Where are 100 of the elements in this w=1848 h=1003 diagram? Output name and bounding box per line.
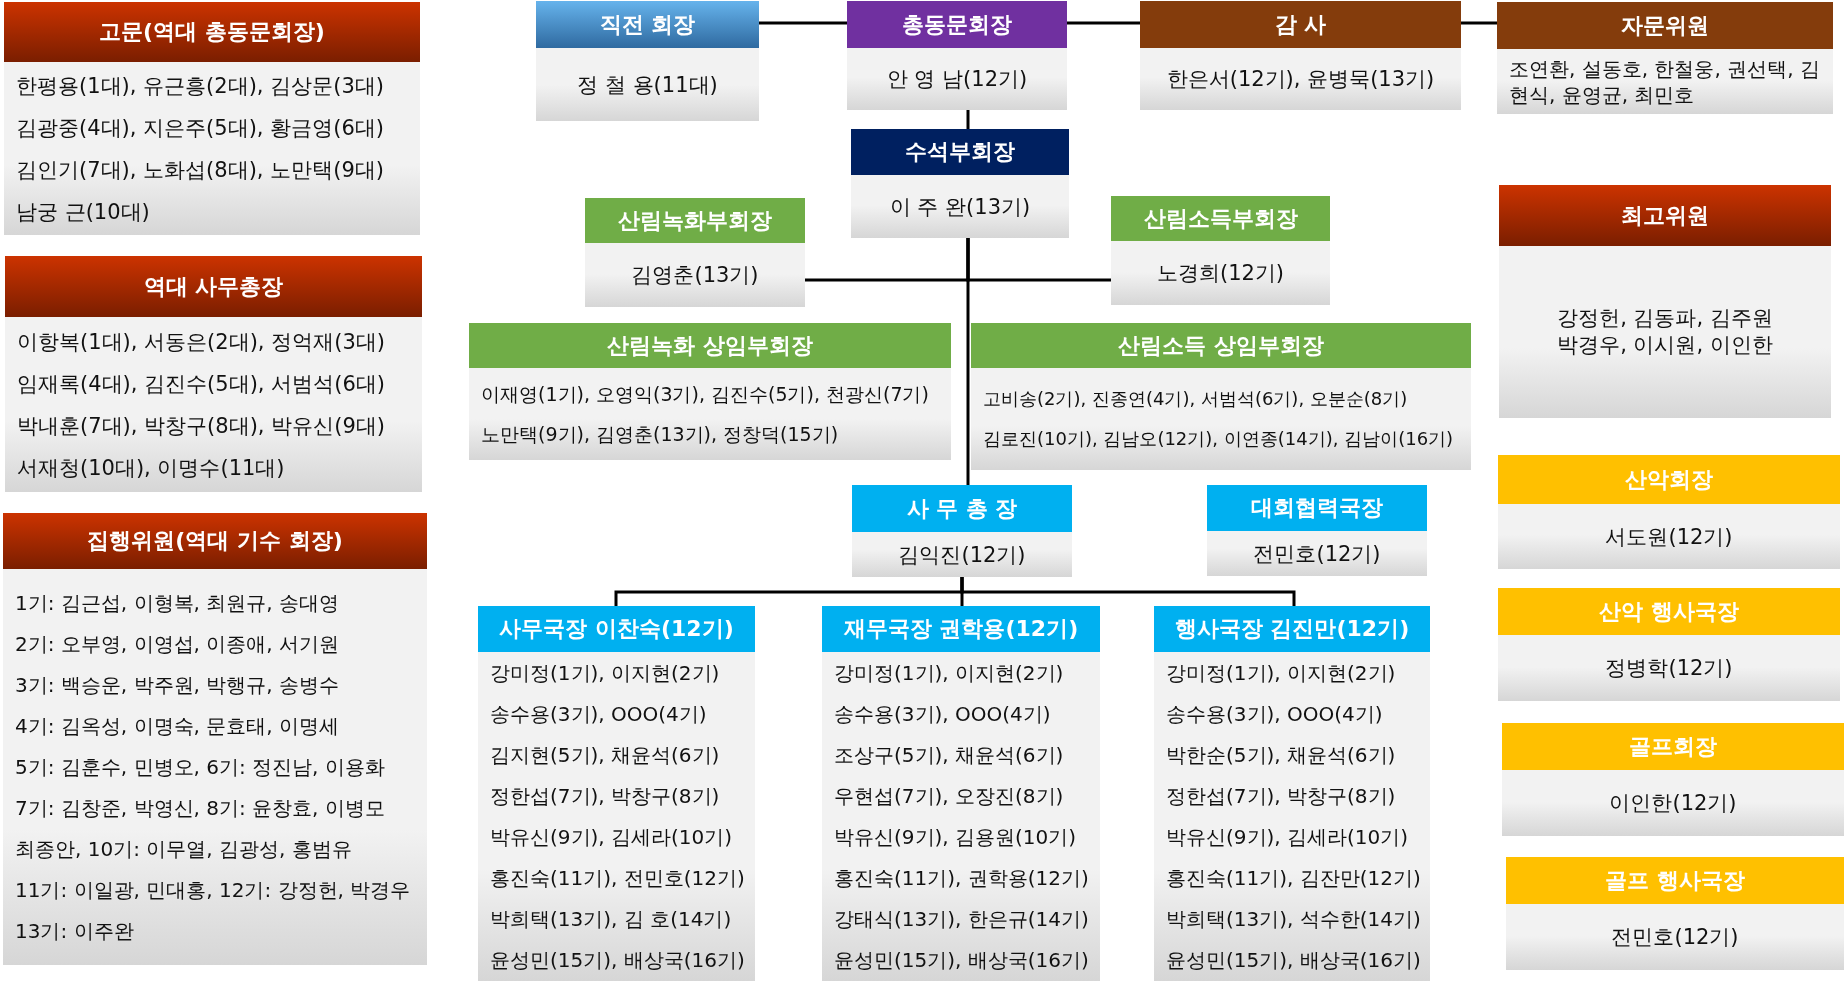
member-line: 이재영(1기), 오영익(3기), 김진수(5기), 천광신(7기) xyxy=(481,382,929,407)
title-bar: 산림소득부회장 xyxy=(1111,196,1330,241)
member-line: 남궁 근(10대) xyxy=(16,198,150,226)
member-line: 이인한(12기) xyxy=(1609,790,1737,817)
member-line: 정한섭(7기), 박창구(8기) xyxy=(1166,782,1396,810)
member-line: 박유신(9기), 김세라(10기) xyxy=(490,823,733,851)
member-line: 박희택(13기), 김 호(14기) xyxy=(490,905,732,933)
member-line: 4기: 김옥성, 이명숙, 문효태, 이명세 xyxy=(15,712,339,740)
org-card xyxy=(478,606,755,981)
member-line: 2기: 오부영, 이영섭, 이종애, 서기원 xyxy=(15,630,339,658)
member-line: 정한섭(7기), 박창구(8기) xyxy=(490,782,720,810)
title-bar: 감 사 xyxy=(1140,1,1461,48)
member-line: 홍진숙(11기), 권학용(12기) xyxy=(834,864,1089,892)
member-line: 이항복(1대), 서동은(2대), 정억재(3대) xyxy=(17,328,385,356)
title-bar: 골프회장 xyxy=(1502,723,1844,770)
member-line: 서도원(12기) xyxy=(1605,523,1733,551)
title-bar: 자문위원 xyxy=(1497,2,1833,49)
member-line: 김익진(12기) xyxy=(898,541,1026,569)
org-card xyxy=(847,1,1067,110)
member-line: 노경희(12기) xyxy=(1156,260,1285,287)
member-line: 이 주 완(13기) xyxy=(889,193,1031,221)
title-bar: 수석부회장 xyxy=(851,129,1069,175)
connector-line xyxy=(1067,21,1140,25)
member-line: 최종안, 10기: 이무열, 김광성, 홍범유 xyxy=(15,835,352,863)
title-bar: 산림소득 상임부회장 xyxy=(971,323,1471,368)
title-bar: 총동문회장 xyxy=(847,1,1067,48)
org-card xyxy=(1498,455,1840,569)
org-card xyxy=(536,1,759,121)
member-line: 조연환, 설동호, 한철웅, 권선택, 김현식, 윤영균, 최민호 xyxy=(1509,55,1821,108)
title-bar: 집행위원(역대 기수 회장) xyxy=(3,513,427,569)
title-bar: 골프 행사국장 xyxy=(1506,857,1844,904)
member-line: 한평용(1대), 유근흥(2대), 김상문(3대) xyxy=(16,72,384,100)
member-line: 홍진숙(11기), 김잔만(12기) xyxy=(1166,864,1421,892)
org-card xyxy=(5,256,422,492)
connector-line xyxy=(1461,21,1497,25)
org-card xyxy=(822,606,1100,981)
member-line: 김지현(5기), 채윤석(6기) xyxy=(490,741,720,769)
member-line: 강정헌, 김동파, 김주원 xyxy=(1557,305,1773,332)
connector-line xyxy=(960,577,1296,606)
member-line: 윤성민(15기), 배상국(16기) xyxy=(1166,946,1421,974)
org-card xyxy=(1154,606,1430,981)
member-line: 박내훈(7대), 박창구(8대), 박유신(9대) xyxy=(17,412,385,440)
member-line: 임재록(4대), 김진수(5대), 서범석(6대) xyxy=(17,370,385,398)
member-line: 안 영 남(12기) xyxy=(886,66,1028,93)
connector-line xyxy=(966,110,970,129)
org-card xyxy=(1140,1,1461,110)
title-bar: 사무국장 이찬숙(12기) xyxy=(478,606,755,652)
org-card xyxy=(585,198,805,307)
member-line: 1기: 김근섭, 이형복, 최원규, 송대영 xyxy=(15,589,339,617)
member-line: 우현섭(7기), 오장진(8기) xyxy=(834,782,1064,810)
member-line: 강미정(1기), 이지현(2기) xyxy=(1166,659,1396,687)
member-line: 김인기(7대), 노화섭(8대), 노만택(9대) xyxy=(16,156,384,184)
member-line: 서재청(10대), 이명수(11대) xyxy=(17,454,285,482)
title-bar: 행사국장 김진만(12기) xyxy=(1154,606,1430,652)
org-card xyxy=(852,485,1072,577)
member-line: 박유신(9기), 김용원(10기) xyxy=(834,823,1077,851)
member-line: 전민호(12기) xyxy=(1253,540,1381,568)
org-card xyxy=(851,129,1069,238)
org-card xyxy=(1207,485,1427,576)
org-card xyxy=(971,323,1471,470)
connector-line xyxy=(966,238,970,485)
title-bar: 고문(역대 총동문회장) xyxy=(4,2,420,62)
member-line: 노만택(9기), 김영춘(13기), 정창덕(15기) xyxy=(481,422,839,447)
title-bar: 최고위원 xyxy=(1499,185,1831,246)
title-bar: 산림녹화 상임부회장 xyxy=(469,323,951,368)
member-line: 강미정(1기), 이지현(2기) xyxy=(490,659,720,687)
member-line: 김영춘(13기) xyxy=(631,262,759,289)
member-line: 정 철 용(11대) xyxy=(577,71,718,99)
title-bar: 직전 회장 xyxy=(536,1,759,48)
org-card xyxy=(1111,196,1330,305)
org-card xyxy=(4,2,420,235)
member-line: 박유신(9기), 김세라(10기) xyxy=(1166,823,1409,851)
member-line: 홍진숙(11기), 전민호(12기) xyxy=(490,864,745,892)
member-line: 송수용(3기), OOO(4기) xyxy=(834,700,1051,728)
org-card xyxy=(1497,2,1833,114)
member-line: 13기: 이주완 xyxy=(15,917,134,945)
title-bar: 산림녹화부회장 xyxy=(585,198,805,243)
org-card xyxy=(469,323,951,460)
member-line: 5기: 김훈수, 민병오, 6기: 정진남, 이용화 xyxy=(15,753,385,781)
member-line: 김광중(4대), 지은주(5대), 황금영(6대) xyxy=(16,114,384,142)
title-bar: 사 무 총 장 xyxy=(852,485,1072,532)
member-line: 윤성민(15기), 배상국(16기) xyxy=(490,946,745,974)
org-card xyxy=(1499,185,1831,418)
member-line: 강태식(13기), 한은규(14기) xyxy=(834,905,1089,933)
org-card xyxy=(3,513,427,965)
title-bar: 대회협력국장 xyxy=(1207,485,1427,531)
title-bar: 산악회장 xyxy=(1498,455,1840,504)
member-line: 조상구(5기), 채윤석(6기) xyxy=(834,741,1064,769)
title-bar: 재무국장 권학용(12기) xyxy=(822,606,1100,652)
member-line: 강미정(1기), 이지현(2기) xyxy=(834,659,1064,687)
member-line: 한은서(12기), 윤병묵(13기) xyxy=(1166,66,1435,93)
title-bar: 역대 사무총장 xyxy=(5,256,422,317)
member-line: 윤성민(15기), 배상국(16기) xyxy=(834,946,1089,974)
title-bar: 산악 행사국장 xyxy=(1498,588,1840,635)
member-line: 김로진(10기), 김남오(12기), 이연종(14기), 김남이(16기) xyxy=(983,427,1454,451)
member-line: 고비송(2기), 진종연(4기), 서범석(6기), 오분순(8기) xyxy=(983,387,1408,411)
member-line: 송수용(3기), OOO(4기) xyxy=(490,700,707,728)
connector-line xyxy=(759,21,847,25)
member-line: 7기: 김창준, 박영신, 8기: 윤창효, 이병모 xyxy=(15,794,385,822)
org-card xyxy=(1506,857,1844,970)
